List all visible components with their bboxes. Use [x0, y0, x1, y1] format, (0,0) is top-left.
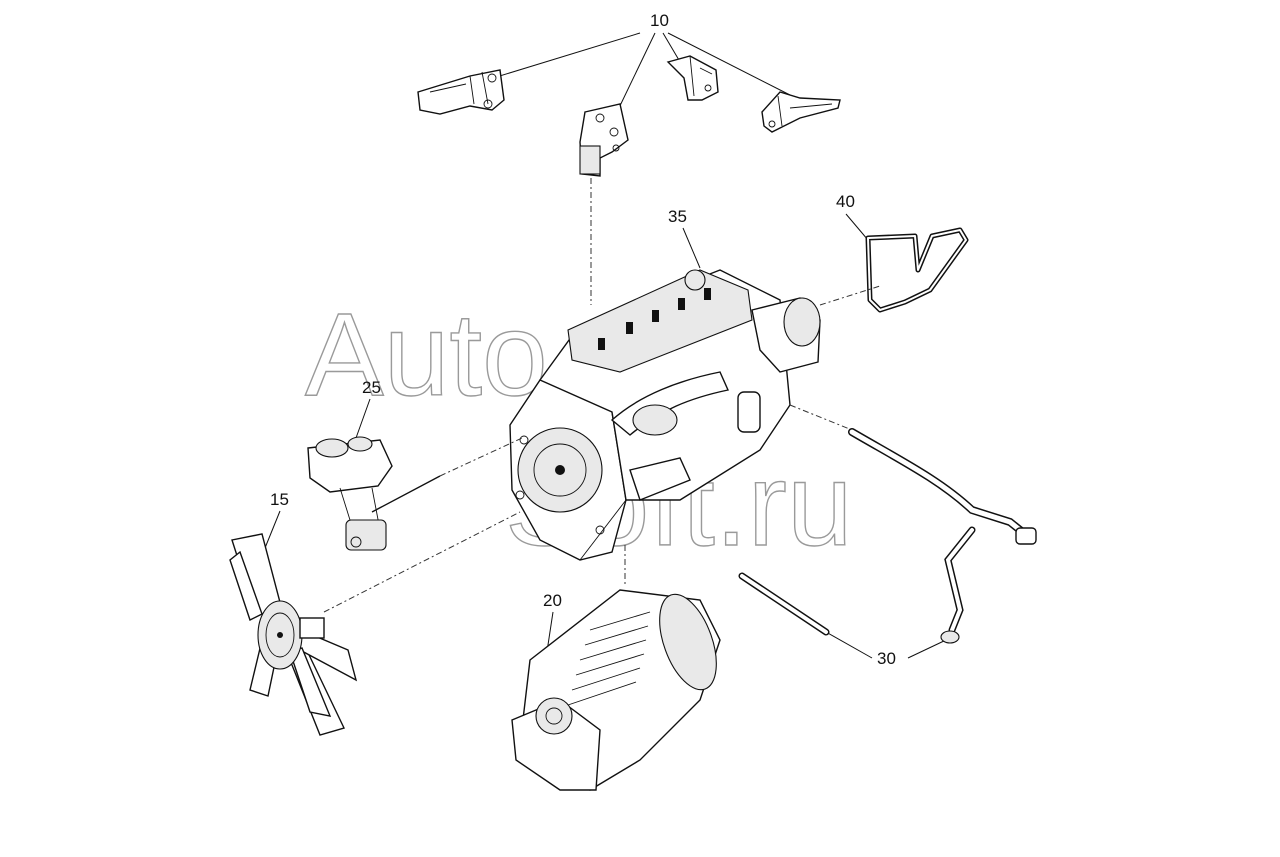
callout-35: 35: [668, 207, 701, 269]
expansion-tank: [307, 436, 441, 551]
callout-30: 30: [825, 631, 947, 668]
engine-mount-bracket-right: [761, 91, 841, 133]
callout-40: 40: [836, 192, 869, 241]
drive-belt: [865, 227, 969, 313]
callout-15: 15: [264, 490, 289, 549]
engine-block: [509, 269, 821, 561]
coolant-pipe-short: [738, 572, 830, 636]
watermark-line-1: Auto: [305, 289, 548, 421]
callout-20-label: 20: [543, 591, 562, 610]
engine-mount-bracket-small: [666, 55, 719, 101]
callout-25: 25: [355, 378, 381, 439]
callout-40-label: 40: [836, 192, 855, 211]
coolant-pipe-long: [848, 428, 1037, 644]
cooling-fan: [229, 533, 358, 736]
callout-10: 10: [479, 11, 791, 113]
callout-30-label: 30: [877, 649, 896, 668]
callout-35-label: 35: [668, 207, 687, 226]
engine-mount-bracket-center: [579, 103, 629, 177]
callout-10-label: 10: [650, 11, 669, 30]
engine-mount-bracket-left: [417, 69, 505, 115]
callout-15-label: 15: [270, 490, 289, 509]
callout-25-label: 25: [362, 378, 381, 397]
gearbox: [511, 589, 721, 791]
